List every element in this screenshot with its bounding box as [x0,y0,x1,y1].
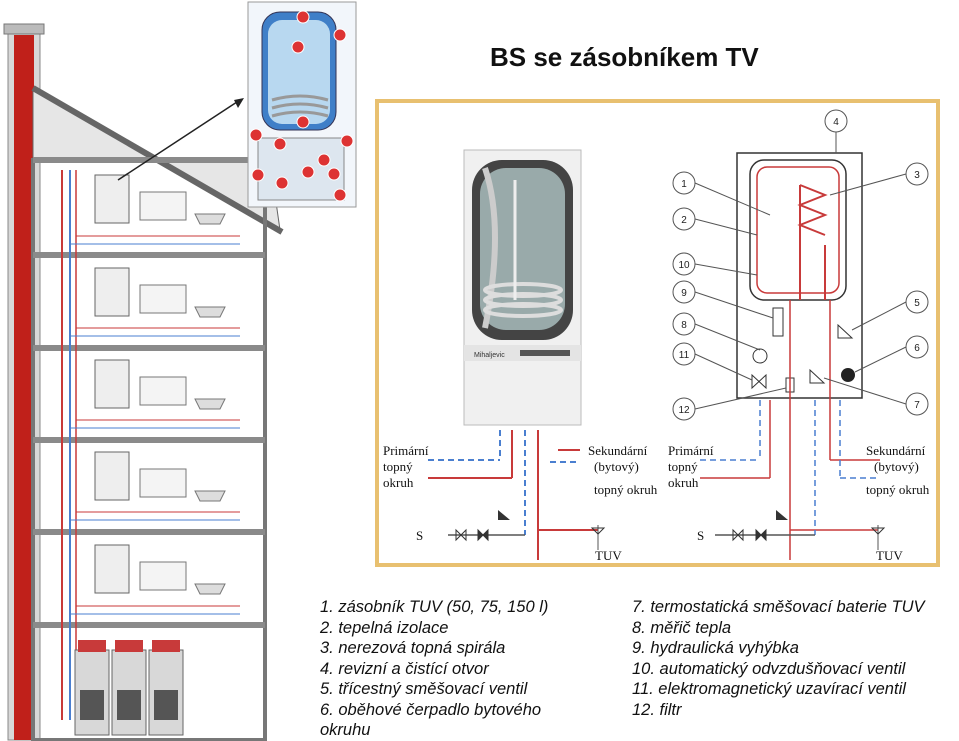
schematic-frame [375,99,940,567]
primary-label-right-2: topný [668,459,698,474]
callout-5: 5 [914,298,920,309]
unit-cutaway [117,1,357,208]
floor-unit [70,174,240,245]
chimney-flue [14,35,34,740]
legend-item: 1. zásobník TUV (50, 75, 150 l) [320,598,549,616]
page-title: BS se zásobníkem TV [490,42,759,72]
callout-2: 2 [681,215,687,226]
legend-item: 4. revizní a čistící otvor [320,659,489,678]
secondary-label-right-2: (bytový) [874,459,919,474]
legend-item: 7. termostatická směšovací baterie TUV [632,598,925,616]
basement-boilers [74,640,184,736]
legend-item: okruhu [320,721,371,739]
callout-3: 3 [914,170,920,181]
secondary-label-right-3: topný okruh [866,482,930,497]
legend-right: 7. termostatická směšovací baterie TUV 8… [632,597,925,720]
legend-item: 11. elektromagnetický uzavírací ventil [632,680,906,698]
floor-unit [70,359,240,429]
secondary-label-left-1: Sekundární [588,443,648,458]
legend-item: 9. hydraulická vyhýbka [632,639,799,657]
callout-8: 8 [681,320,687,331]
legend-item: 6. oběhové čerpadlo bytového [320,700,542,719]
primary-label-right-1: Primární [668,443,714,458]
schematic-drawing: 4 1 2 3 10 9 5 8 11 6 12 7 [672,109,929,560]
legend-item: 2. tepelná izolace [320,618,449,637]
legend-item: 10. automatický odvzdušňovací ventil [632,659,906,678]
floor-unit [70,451,240,521]
callout-11: 11 [679,350,690,361]
secondary-label-left-2: (bytový) [594,459,639,474]
tank-unit-photo: Mihaljevic [463,149,582,426]
callout-12: 12 [678,405,690,416]
supply-label-right: S [697,528,704,543]
legend-left: 1. zásobník TUV (50, 75, 150 l) 2. tepel… [320,597,548,741]
primary-label-left-3: okruh [383,475,414,490]
floor-unit [70,267,240,337]
legend-item: 5. třícestný směšovací ventil [320,680,528,698]
left-pipes [428,430,606,560]
callout-4: 4 [833,117,839,128]
primary-label-right-3: okruh [668,475,699,490]
callout-9: 9 [681,288,687,299]
legend-item: 8. měřič tepla [632,618,732,637]
callout-1: 1 [681,179,687,190]
primary-label-left-1: Primární [383,443,429,458]
tuv-label-right: TUV [876,548,903,563]
callout-10: 10 [678,260,690,271]
panel-brand: Mihaljevic [474,352,505,359]
supply-label-left: S [416,528,423,543]
floor-unit [70,544,240,615]
callout-7: 7 [914,400,920,411]
secondary-label-right-1: Sekundární [866,443,926,458]
primary-label-left-2: topný [383,459,413,474]
secondary-label-left-3: topný okruh [594,482,658,497]
callout-6: 6 [914,343,920,354]
legend-item: 12. filtr [632,700,682,719]
building-illustration [3,23,284,741]
legend-item: 3. nerezová topná spirála [320,639,506,657]
tuv-label-left: TUV [595,548,622,563]
